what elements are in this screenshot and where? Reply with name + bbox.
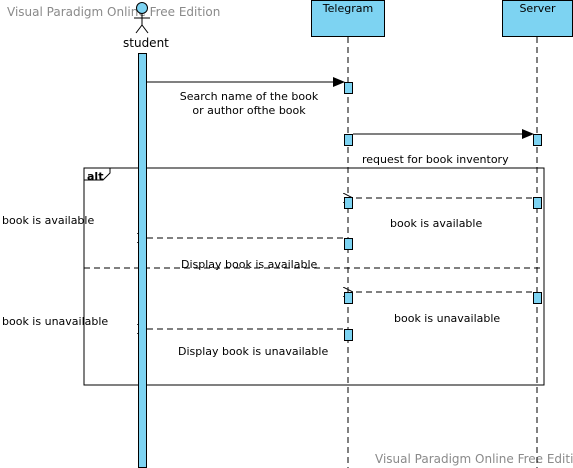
display-unavailable-label: Display book is unavailable: [178, 345, 329, 358]
student-activation-bar: [138, 53, 147, 468]
alt-operator-label: alt: [87, 170, 104, 183]
reply-unavailable-label: book is unavailable: [394, 312, 501, 325]
display-available-label: Display book is available: [181, 258, 318, 271]
server-activation-unavailable: [533, 292, 542, 304]
student-lifeline-label: student: [123, 36, 169, 50]
server-activation-available: [533, 197, 542, 209]
reply-available-label: book is available: [390, 217, 483, 230]
telegram-activation-display-unavailable: [344, 329, 353, 341]
search-message-label-line1: Search name of the book: [179, 90, 319, 103]
server-lifeline-head[interactable]: Server: [502, 0, 573, 37]
watermark-top: Visual Paradigm Online Free Edition: [7, 5, 221, 19]
guard-unavailable: book is unavailable: [2, 315, 109, 328]
telegram-lifeline-head[interactable]: Telegram: [311, 0, 385, 37]
telegram-lifeline-label: Telegram: [322, 2, 374, 15]
telegram-activation-unavailable: [344, 292, 353, 304]
server-lifeline-label: Server: [519, 2, 556, 15]
guard-available: book is available: [2, 214, 95, 227]
request-message-label: request for book inventory: [362, 153, 509, 166]
watermark-bottom: Visual Paradigm Online Free Edition: [375, 452, 573, 466]
telegram-activation-request: [344, 134, 353, 146]
alt-fragment-frame: [83, 167, 545, 386]
search-message-label-line2: or author ofthe book: [192, 104, 306, 117]
student-actor-icon: [134, 2, 150, 34]
telegram-activation-available: [344, 197, 353, 209]
telegram-activation-display-available: [344, 238, 353, 250]
alt-operator-tab: [84, 168, 111, 181]
telegram-activation-search: [344, 82, 353, 94]
server-activation-request: [533, 134, 542, 146]
